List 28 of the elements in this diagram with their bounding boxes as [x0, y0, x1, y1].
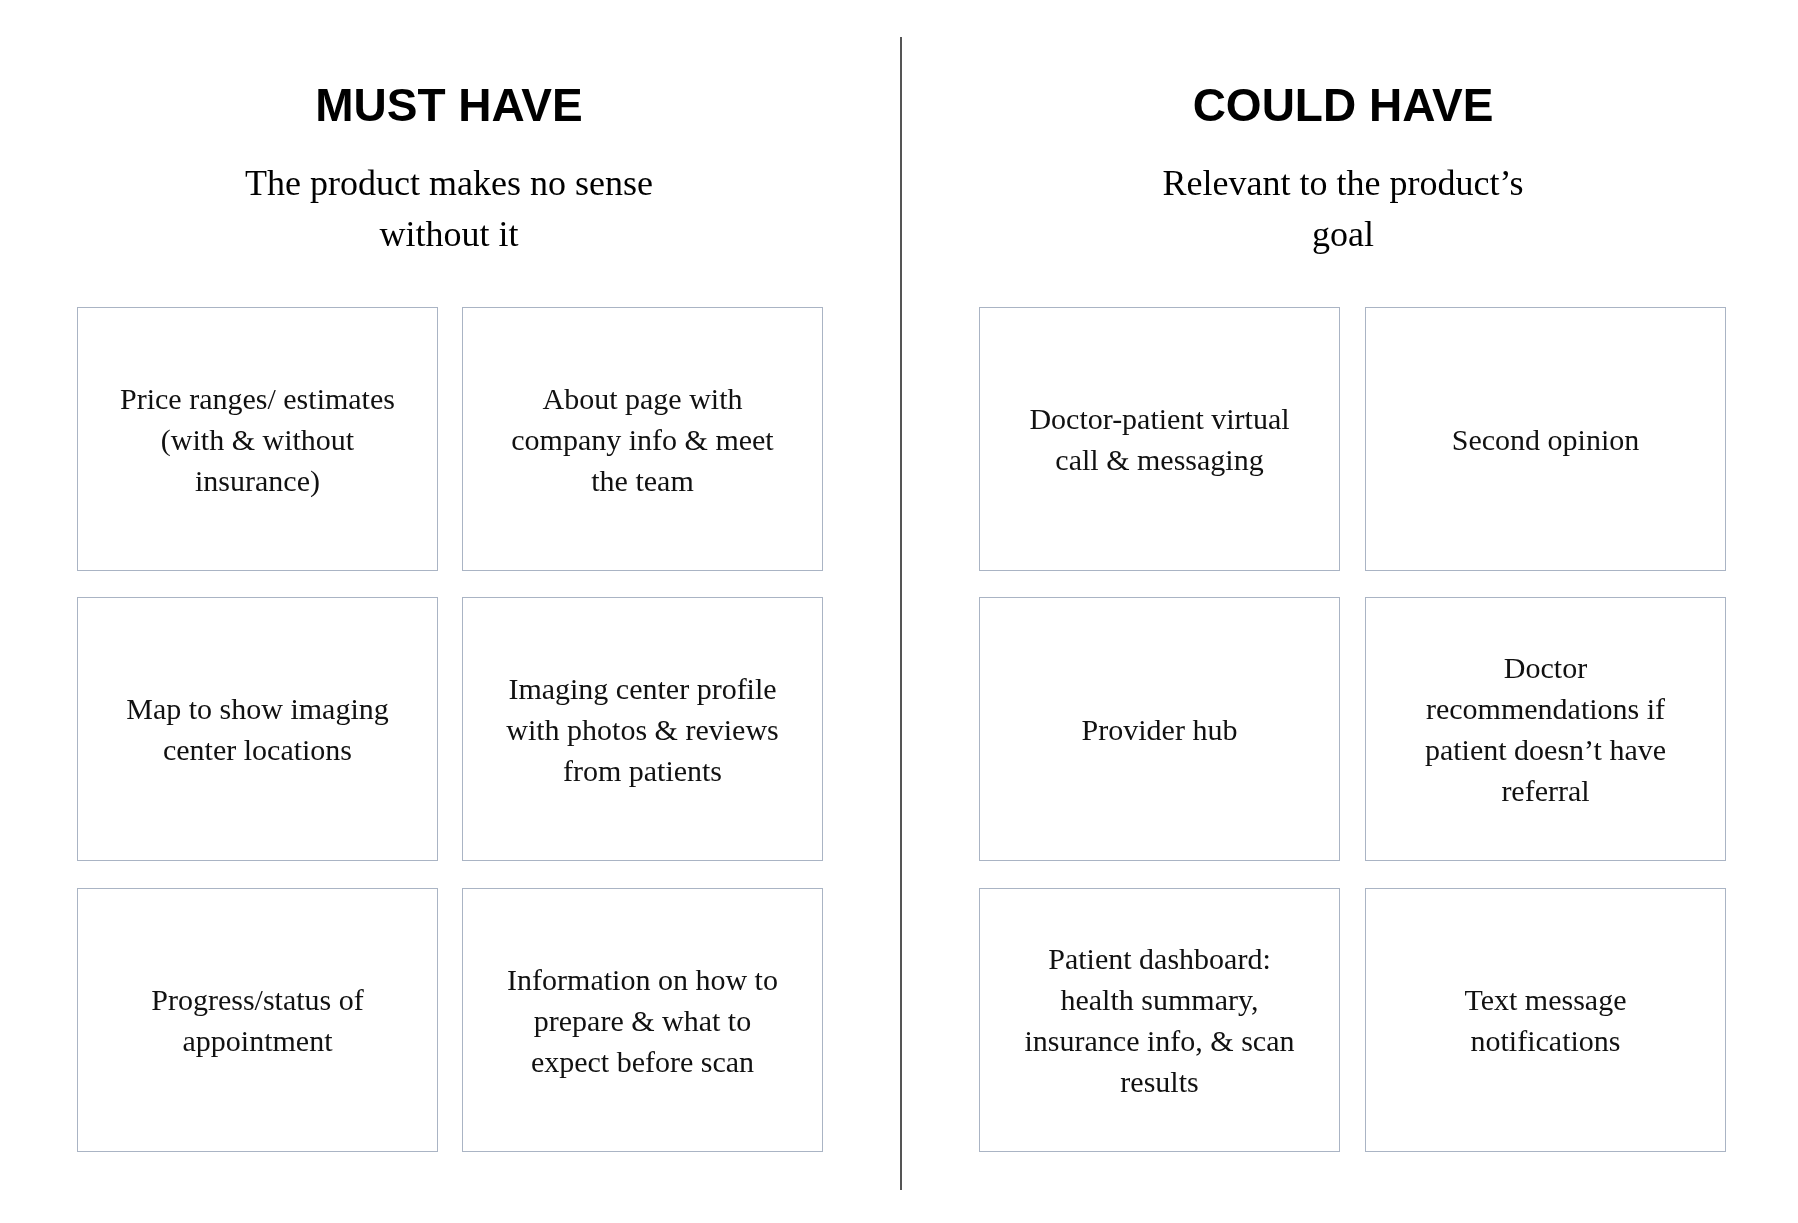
feature-card	[77, 307, 438, 571]
column-heading: MUST HAVE	[314, 78, 584, 132]
feature-text: Doctor-patient virtual call & messaging	[1028, 401, 1291, 478]
feature-text: About page with company info & meet the team	[510, 380, 775, 499]
feature-card	[1365, 307, 1726, 571]
feature-card	[1365, 888, 1726, 1152]
feature-card	[77, 888, 438, 1152]
feature-card	[77, 597, 438, 861]
feature-text: Map to show imaging center locations	[125, 691, 390, 768]
feature-card	[462, 307, 823, 571]
feature-text: Progress/status of appointment	[150, 982, 365, 1059]
feature-card	[462, 888, 823, 1152]
feature-card	[462, 597, 823, 861]
column-heading: COULD HAVE	[1191, 78, 1495, 132]
column-subtitle: Relevant to the product’s goal	[1161, 162, 1525, 256]
feature-text: Second opinion	[1451, 421, 1640, 458]
feature-text: Doctor recommendations if patient doesn’t have referral	[1423, 650, 1667, 809]
feature-card	[979, 597, 1340, 861]
feature-card	[1365, 597, 1726, 861]
feature-text: Imaging center profile with photos & reviews from patients	[505, 670, 780, 789]
feature-text: Information on how to prepare & what to expect before scan	[506, 961, 779, 1080]
feature-card	[979, 888, 1340, 1152]
feature-text: Price ranges/ estimates (with & without insurance)	[119, 380, 396, 499]
feature-text: Text message notifications	[1463, 982, 1628, 1059]
feature-card	[979, 307, 1340, 571]
feature-text: Provider hub	[1081, 711, 1238, 748]
feature-text: Patient dashboard: health summary, insurance info, & scan results	[1023, 941, 1296, 1100]
column-subtitle: The product makes no sense without it	[244, 162, 654, 256]
